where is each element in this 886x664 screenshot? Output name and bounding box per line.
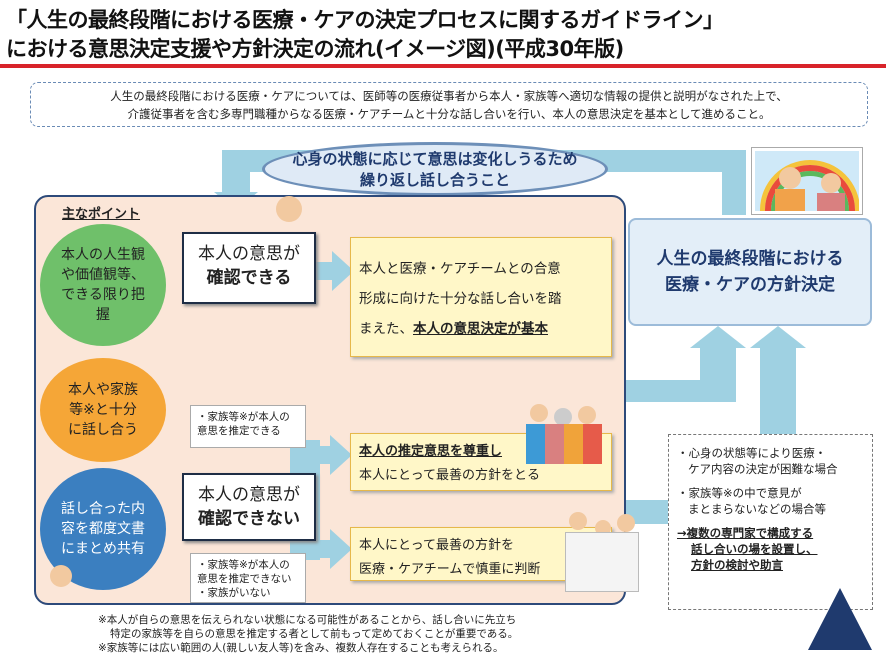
footnote-2: ※家族等には広い範囲の人(親しい友人等)を含み、複数人存在することも考えられる。	[98, 642, 504, 654]
case-line: ・家族等※が本人の	[197, 411, 290, 423]
point-text: 本人の人生観や価値観等、できる限り把握	[61, 247, 145, 323]
result-line1: 本人と医療・ケアチームとの合意	[359, 261, 561, 277]
result-line3-pre: まえた、	[359, 321, 413, 337]
point-text: 本人や家族等※と十分に話し合う	[68, 382, 138, 438]
point-text: 話し合った内容を都度文書にまとめ共有	[61, 501, 145, 557]
difficult-case-box: ・心身の状態等により医療・ ケア内容の決定が困難な場合 ・家族等※の中で意見が …	[668, 434, 873, 610]
estimable-result-line2: 本人にとって最善の方針をとる	[359, 468, 540, 483]
will-confirmable-box: 本人の意思が 確認できる	[182, 232, 316, 304]
loop-line2: 繰り返し話し合うこと	[359, 171, 510, 189]
title-divider	[0, 64, 886, 68]
confirmable-line1: 本人の意思が	[198, 244, 300, 264]
patient-illustration	[276, 196, 302, 222]
rainbow-window-illustration	[752, 148, 862, 214]
difficult-line: ・家族等※の中で意見が	[677, 486, 802, 500]
up-arrow-icon	[750, 326, 806, 348]
not-confirmable-line2: 確認できない	[198, 509, 300, 529]
right-arrow-icon	[330, 435, 352, 475]
intro-line1: 人生の最終段階における医療・ケアについては、医師等の医療従事者から本人・家族等へ…	[110, 89, 788, 103]
confirmable-result-box: 本人と医療・ケアチームとの合意 形成に向けた十分な話し合いを踏 まえた、本人の意…	[350, 237, 612, 357]
not-estimable-result-line2: 医療・ケアチームで慎重に判断	[359, 562, 541, 577]
title-line1: 「人生の最終段階における医療・ケアの決定プロセスに関するガイドライン」	[6, 8, 724, 32]
arrow-from-difficult	[760, 346, 796, 436]
footnote-1: ※本人が自らの意思を伝えられない状態になる可能性があることから、話し合いに先立ち	[98, 614, 517, 626]
medical-team-illustration	[565, 512, 665, 607]
elder-illustration	[50, 565, 72, 587]
up-arrow-icon	[690, 326, 746, 348]
case-estimable-box: ・家族等※が本人の 意思を推定できる	[190, 405, 306, 448]
case-line: ・家族等※が本人の	[197, 559, 290, 571]
difficult-line: ケア内容の決定が困難な場合	[688, 462, 838, 476]
result-line3-emphasis: 本人の意思決定が基本	[413, 321, 548, 337]
case-line: 意思を推定できる	[197, 425, 281, 437]
intro-box: 人生の最終段階における医療・ケアについては、医師等の医療従事者から本人・家族等へ…	[30, 82, 868, 127]
case-line: 意思を推定できない	[197, 573, 292, 585]
family-illustration	[520, 404, 610, 464]
case-not-estimable-box: ・家族等※が本人の 意思を推定できない ・家族がいない	[190, 553, 306, 603]
intro-line2: 介護従事者を含む多専門職種からなる医療・ケアチームと十分な話し合いを行い、本人の…	[127, 107, 771, 121]
decision-line1: 人生の最終段階における	[656, 249, 844, 269]
case-line: ・家族がいない	[197, 587, 271, 599]
decision-box: 人生の最終段階における 医療・ケアの方針決定	[628, 218, 872, 326]
loop-arrow-right	[722, 150, 746, 215]
footnote-1-cont: 特定の家族等を自らの意思を推定する者として前もって定めておくことが重要である。	[110, 628, 519, 640]
arrow-shaft	[305, 446, 335, 464]
loop-line1: 心身の状態に応じて意思は変化しうるため	[292, 150, 578, 168]
point-circle-values: 本人の人生観や価値観等、できる限り把握	[40, 224, 166, 346]
points-heading: 主なポイント	[62, 207, 141, 222]
arrow-shaft	[305, 540, 335, 558]
arrow-shaft	[700, 340, 736, 402]
title-line2: における意思決定支援や方針決定の流れ(イメージ図)(平成30年版)	[6, 37, 624, 61]
difficult-action: 方針の検討や助言	[691, 558, 783, 572]
not-confirmable-line1: 本人の意思が	[198, 485, 300, 505]
will-not-confirmable-box: 本人の意思が 確認できない	[182, 473, 316, 541]
point-circle-discuss: 本人や家族等※と十分に話し合う	[40, 358, 166, 462]
result-line2: 形成に向けた十分な話し合いを踏	[359, 291, 562, 307]
difficult-line: ・心身の状態等により医療・	[677, 446, 827, 460]
loop-message: 心身の状態に応じて意思は変化しうるため 繰り返し話し合うこと	[262, 142, 608, 196]
not-estimable-result-line1: 本人にとって最善の方針を	[359, 538, 514, 553]
difficult-action: →複数の専門家で構成する	[677, 526, 814, 540]
decision-line2: 医療・ケアの方針決定	[665, 275, 835, 295]
difficult-line: まとまらないなどの場合等	[688, 502, 826, 516]
right-arrow-icon	[330, 529, 352, 569]
difficult-action: 話し合いの場を設置し、	[691, 542, 818, 556]
arrow-shaft	[315, 262, 335, 280]
confirmable-line2: 確認できる	[206, 268, 292, 288]
right-arrow-icon	[332, 251, 354, 291]
estimable-result-line1: 本人の推定意思を尊重し	[359, 444, 503, 459]
loop-arrow-left	[222, 150, 250, 195]
